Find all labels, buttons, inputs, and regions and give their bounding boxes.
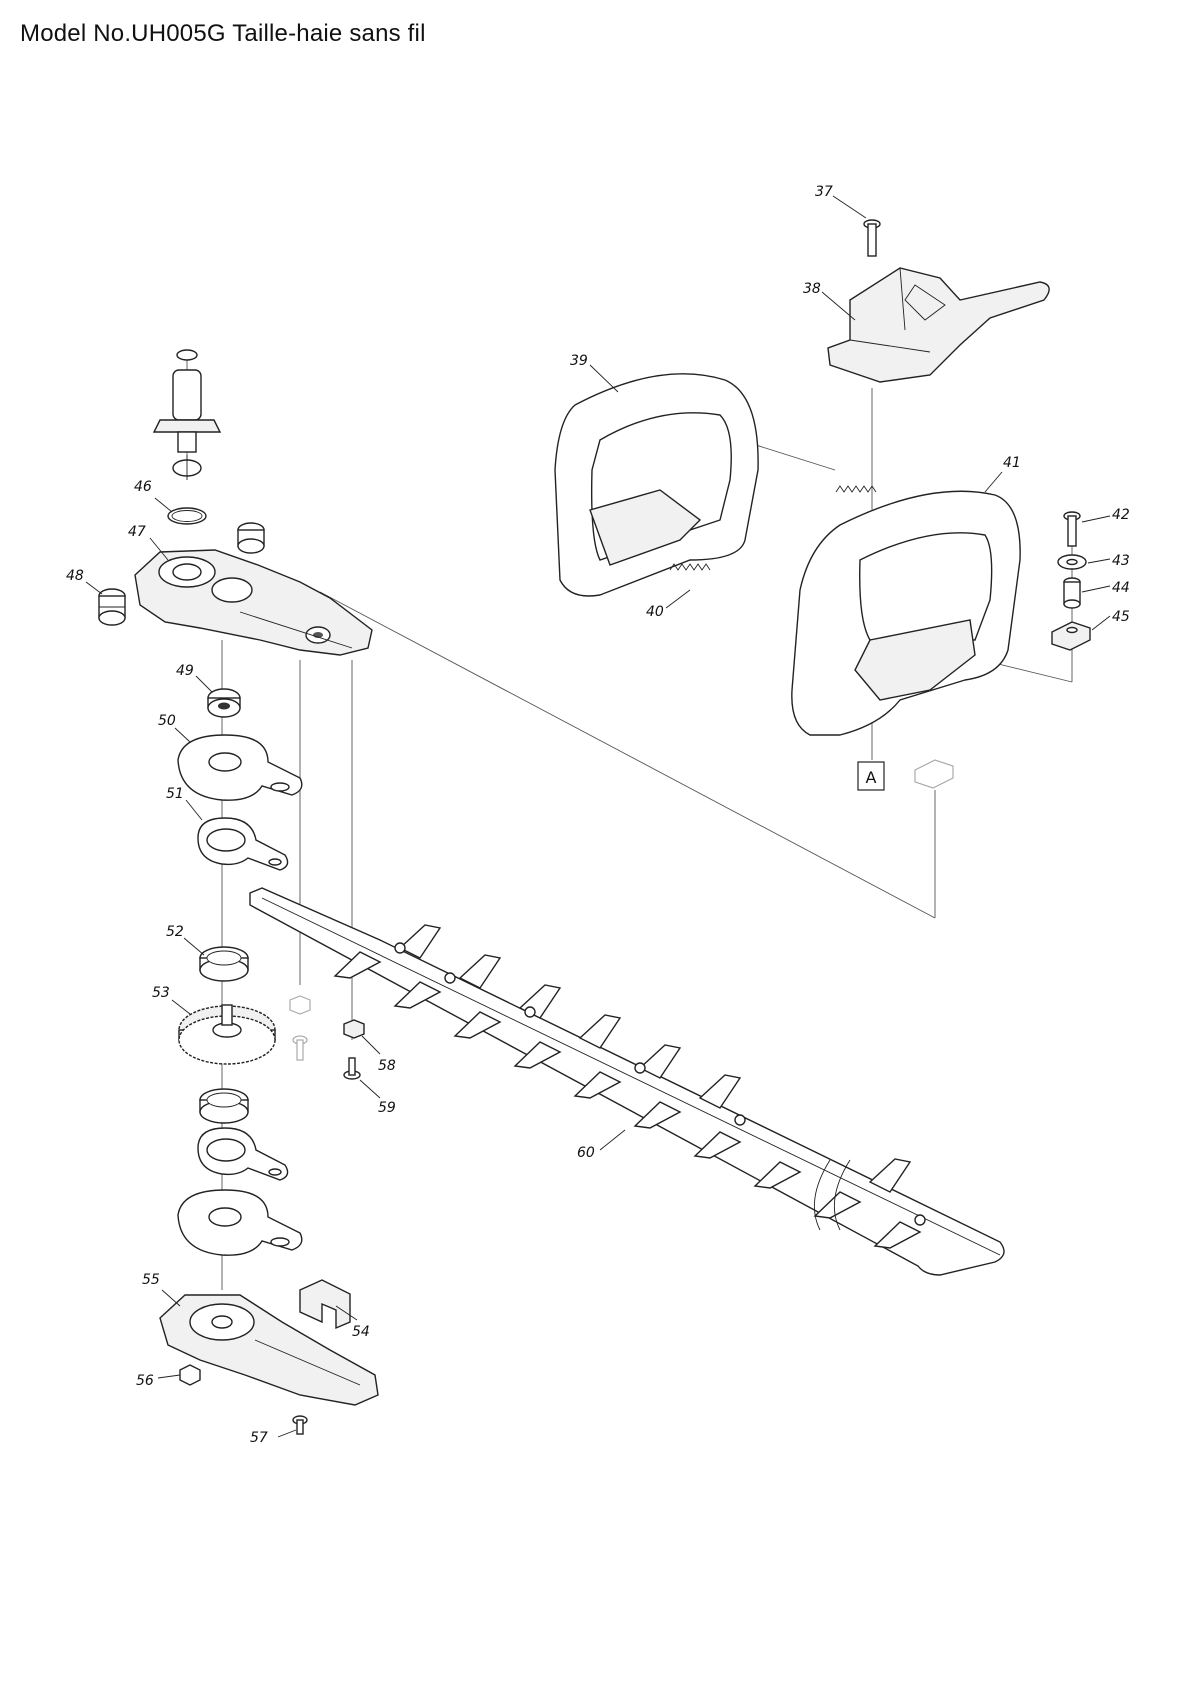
plate-lower	[177, 1189, 303, 1256]
callout-38: 38	[803, 281, 821, 297]
callout-46: 46	[134, 479, 152, 495]
callout-60: 60	[577, 1145, 595, 1161]
part-38-cover	[827, 267, 1050, 383]
part-51-ring-washer	[197, 817, 289, 871]
blade-bolts	[394, 942, 926, 1226]
part-48-damper	[98, 588, 126, 626]
callout-37: 37	[815, 184, 833, 200]
part-57-screw	[292, 1415, 308, 1435]
ghost-nut-block	[914, 759, 954, 789]
part-43-washer	[1057, 554, 1087, 570]
callout-39: 39	[570, 353, 588, 369]
callout-58: 58	[378, 1058, 396, 1074]
page-title: Model No.UH005G Taille-haie sans fil	[20, 20, 426, 47]
bushing-pair	[237, 522, 265, 554]
part-56-nut	[179, 1364, 201, 1386]
callout-55: 55	[142, 1272, 160, 1288]
part-60-blade	[249, 887, 1005, 1276]
blade-teeth	[333, 924, 922, 1249]
part-45-nut-block	[1051, 621, 1091, 651]
callout-47: 47	[128, 524, 146, 540]
part-47-gear-housing	[134, 549, 373, 656]
reference-box-a: A	[857, 761, 885, 791]
armature	[152, 349, 222, 480]
part-53-gear	[178, 1004, 276, 1065]
leader-lines	[85, 195, 1111, 1438]
part-49-bearing	[207, 688, 241, 718]
callout-59: 59	[378, 1100, 396, 1116]
part-37-bolt	[863, 219, 881, 257]
part-55-lower-housing	[159, 1294, 379, 1406]
spring-upper	[835, 485, 877, 493]
part-44-sleeve	[1063, 577, 1081, 609]
callout-42: 42	[1112, 507, 1130, 523]
part-40-spring	[669, 563, 711, 571]
part-52-needle-bearing	[199, 946, 249, 982]
callout-57: 57	[250, 1430, 268, 1446]
needle-bearing-lower	[199, 1088, 249, 1124]
part-59-screw	[343, 1057, 361, 1080]
callout-40: 40	[646, 604, 664, 620]
callout-43: 43	[1112, 553, 1130, 569]
ring-washer-lower	[197, 1127, 289, 1181]
callout-44: 44	[1112, 580, 1130, 596]
callout-48: 48	[66, 568, 84, 584]
callout-51: 51	[166, 786, 184, 802]
callout-45: 45	[1112, 609, 1130, 625]
callout-49: 49	[176, 663, 194, 679]
part-46-o-ring	[167, 507, 207, 525]
part-50-plate	[177, 734, 303, 801]
callout-53: 53	[152, 985, 170, 1001]
callout-52: 52	[166, 924, 184, 940]
callout-50: 50	[158, 713, 176, 729]
ghost-nut-screw	[289, 995, 311, 1061]
callout-labels: 37 38 39 40 41 42 43 44 45 46 47 48 49 5…	[66, 184, 1130, 1446]
callout-56: 56	[136, 1373, 154, 1389]
callout-41: 41	[1003, 455, 1021, 471]
reference-box-label: A	[866, 768, 877, 787]
part-58-nut	[343, 1019, 365, 1039]
part-39-front-handle	[554, 373, 759, 597]
callout-54: 54	[352, 1324, 370, 1340]
part-42-screw	[1063, 511, 1081, 547]
part-41-rear-handle	[791, 490, 1021, 736]
part-54-clip	[299, 1279, 351, 1330]
